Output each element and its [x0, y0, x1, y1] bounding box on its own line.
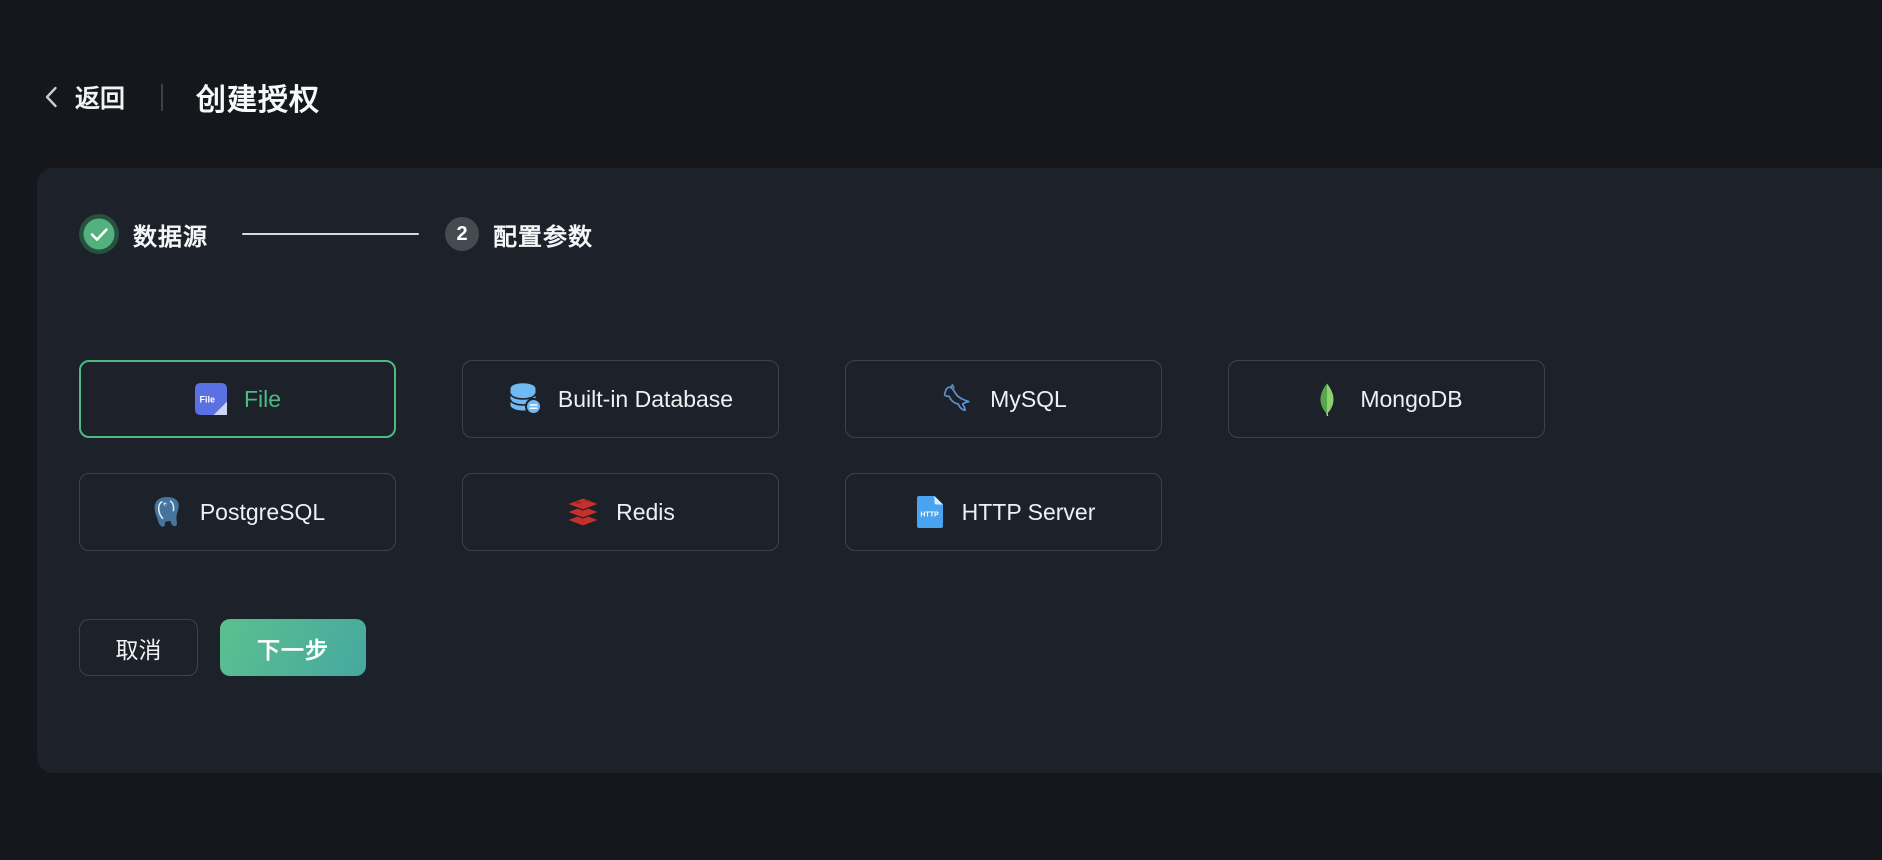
step-number-badge: 2 [445, 217, 479, 251]
step-configure-label: 配置参数 [493, 223, 593, 251]
datasource-label: File [243, 385, 282, 412]
http-server-icon: HTTP [912, 495, 946, 529]
stepper: 数据源 2 配置参数 [79, 214, 1840, 254]
mysql-icon [940, 382, 974, 416]
file-icon: File [194, 382, 228, 416]
header-divider [161, 83, 164, 111]
cancel-button[interactable]: 取消 [79, 619, 198, 676]
step-configure: 2 配置参数 [445, 217, 593, 252]
postgresql-icon [150, 495, 184, 529]
svg-text:File: File [199, 395, 215, 405]
datasource-option-redis[interactable]: Redis [462, 473, 779, 551]
back-button[interactable]: 返回 [44, 79, 125, 115]
datasource-label: MongoDB [1360, 385, 1463, 412]
database-icon [508, 382, 542, 416]
svg-text:HTTP: HTTP [920, 512, 939, 519]
wizard-panel: 数据源 2 配置参数 File File [37, 168, 1882, 773]
mongodb-icon [1310, 382, 1344, 416]
step-connector-line [242, 233, 419, 235]
datasource-label: MySQL [990, 385, 1067, 412]
page-title: 创建授权 [196, 84, 321, 117]
datasource-label: HTTP Server [961, 498, 1096, 525]
chevron-left-icon [45, 86, 57, 108]
datasource-option-postgresql[interactable]: PostgreSQL [79, 473, 396, 551]
step-datasource: 数据源 [79, 214, 208, 254]
datasource-option-builtin-database[interactable]: Built-in Database [462, 360, 779, 438]
redis-icon [566, 495, 601, 529]
datasource-label: PostgreSQL [199, 498, 326, 525]
datasource-label: Built-in Database [557, 385, 734, 412]
datasource-label: Redis [616, 498, 675, 525]
datasource-options: File File Built-in Database [79, 360, 1840, 551]
header: 返回 创建授权 [44, 75, 320, 119]
step-datasource-label: 数据源 [133, 223, 208, 251]
datasource-option-file[interactable]: File File [79, 360, 396, 438]
datasource-option-http-server[interactable]: HTTP HTTP Server [845, 473, 1162, 551]
footer-actions: 取消 下一步 [79, 619, 1840, 676]
step-complete-check-icon [79, 214, 119, 254]
datasource-option-mysql[interactable]: MySQL [845, 360, 1162, 438]
datasource-option-mongodb[interactable]: MongoDB [1228, 360, 1545, 438]
next-step-button[interactable]: 下一步 [220, 619, 366, 676]
back-label: 返回 [75, 85, 126, 113]
